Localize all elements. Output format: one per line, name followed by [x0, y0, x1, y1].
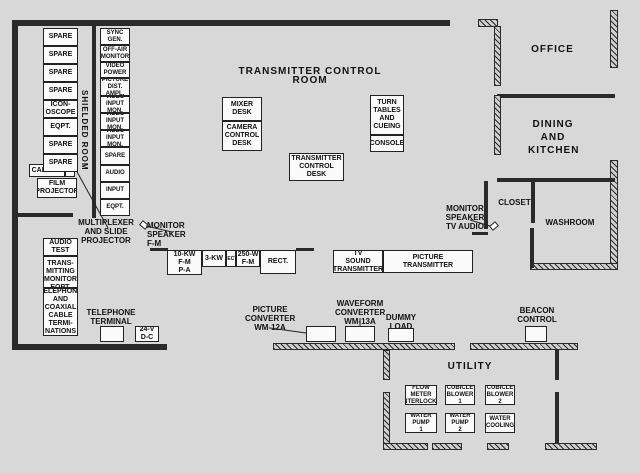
right-rack-cell: VIDEO INPUT MON.: [100, 96, 130, 113]
wall-top-right: [478, 19, 498, 27]
wall-tx-mid: [296, 248, 314, 251]
wall-tx-right: [472, 232, 488, 235]
wall-shielded-right: [92, 26, 96, 218]
water-pump-2-box: WATER PUMP 2: [445, 413, 475, 433]
label-picture-converter: PICTURE CONVERTER WM-12A: [245, 305, 296, 332]
label-utility: UTILITY: [447, 361, 493, 372]
telephone-coax-box: TELEPHONE AND COAXIAL CABLE TERMI- NATIO…: [43, 288, 78, 336]
wall-utility-bottom-1: [383, 443, 428, 450]
flow-meter-box: FLOW METER INTERLOCKS: [405, 385, 437, 405]
turntables-box: TURN TABLES AND CUEING: [370, 95, 404, 135]
label-telephone-terminal: TELEPHONE TERMINAL: [86, 308, 136, 326]
dummy-load-box: [388, 328, 414, 342]
tv-sound-transmitter: TV SOUND TRANSMITTER: [333, 250, 383, 273]
label-monitor-speaker-tv: MONITOR SPEAKER TV AUDIO: [445, 204, 485, 231]
right-rack-cell: VIDEO INPUT MON.: [100, 130, 130, 147]
water-pump-1-box: WATER PUMP 1: [405, 413, 437, 433]
wall-tx-left: [150, 248, 168, 251]
wall-utility-right-lower: [555, 392, 559, 447]
right-rack-cell: SYNC GEN.: [100, 28, 130, 45]
tx-3kw: 3-KW: [202, 250, 226, 267]
wall-shielded-bottom: [18, 213, 73, 217]
left-rack-cell: ICON- OSCOPE: [43, 100, 78, 118]
wall-bottom-right: [470, 343, 578, 350]
label-dummy-load: DUMMY LOAD: [385, 313, 417, 331]
beacon-control-box: [525, 326, 547, 342]
mixer-desk: MIXER DESK: [222, 97, 262, 121]
left-rack-cell: SPARE: [43, 64, 78, 82]
water-cooling-box: WATER COOLING: [485, 413, 515, 433]
right-rack-cell: PICTURE DIST. AMPL.: [100, 78, 130, 96]
wall-utility-bottom-2: [432, 443, 462, 450]
wall-dining-top: [497, 94, 615, 98]
film-projector-box: FILM PROJECTOR: [37, 178, 77, 198]
tx-rect-small: RECT.: [226, 250, 236, 267]
cubicle-blower-1-box: CUBICLE BLOWER 1: [445, 385, 475, 405]
tx-rect: RECT.: [260, 250, 296, 274]
rf-monitor-box: R-F TRANS- MITTING MONITOR EQPT.: [43, 256, 78, 288]
cubicle-blower-2-box: CUBICLE BLOWER 2: [485, 385, 515, 405]
right-rack-cell: OFF-AIR MONITOR: [100, 45, 130, 62]
wall-left: [12, 20, 18, 350]
wall-closet-left: [484, 181, 488, 229]
wall-bottom-left: [12, 344, 167, 350]
wall-washroom-left: [530, 228, 534, 268]
picture-converter-box: [306, 326, 336, 342]
label-shielded-room: SHIELDED ROOM: [80, 90, 89, 171]
audio-test-box: AUDIO TEST: [43, 238, 78, 256]
picture-transmitter: PICTURE TRANSMITTER: [383, 250, 473, 273]
label-dining-kitchen: DINING AND KITCHEN: [528, 119, 580, 156]
wall-bottom-center: [273, 343, 455, 350]
transmitter-control-desk: TRANSMITTER CONTROL DESK: [289, 153, 344, 181]
tx-250w-fm: 250-W F-M: [236, 250, 260, 267]
wall-utility-bottom-4: [545, 443, 597, 450]
wall-left-inner: [494, 26, 501, 86]
wall-dining-left: [494, 95, 501, 155]
right-rack-cell: VIDEO POWER: [100, 62, 130, 78]
right-rack-cell: VIDEO INPUT MON.: [100, 113, 130, 130]
wall-utility-bottom-3: [487, 443, 509, 450]
left-rack-cell: SPARE: [43, 28, 78, 46]
label-multiplexer: MULTIPLEXER AND SLIDE PROJECTOR: [78, 218, 134, 245]
label-office: OFFICE: [531, 44, 574, 55]
wall-utility-left: [383, 350, 390, 380]
right-rack-cell: INPUT: [100, 182, 130, 199]
wall-top: [12, 20, 450, 26]
right-rack-cell: EQPT.: [100, 199, 130, 216]
right-rack-cell: AUDIO: [100, 165, 130, 182]
wall-right-top: [610, 10, 618, 68]
left-rack-cell: SPARE: [43, 136, 78, 154]
label-transmitter-control-room: TRANSMITTER CONTROL ROOM: [238, 66, 382, 86]
right-rack-cell: SPARE: [100, 147, 130, 165]
tx-10kw-fm-pa: 10-KW F-M P-A: [167, 250, 202, 275]
camera-control-desk: CAMERA CONTROL DESK: [222, 121, 262, 151]
label-closet: CLOSET: [498, 198, 531, 207]
left-rack-cell: SPARE: [43, 154, 78, 172]
wall-closet-divider: [531, 178, 535, 223]
console-box: CONSOLE: [370, 135, 404, 152]
telephone-terminal-box: [100, 326, 124, 342]
wall-closet-top: [497, 178, 615, 182]
label-beacon-control: BEACON CONTROL: [517, 306, 557, 324]
label-washroom: WASHROOM: [545, 218, 595, 227]
wall-utility-right: [555, 350, 559, 380]
dc-24v-box: 24-V D-C: [135, 326, 159, 342]
left-rack-cell: SPARE: [43, 82, 78, 100]
left-rack-cell: EQPT.: [43, 118, 78, 136]
label-monitor-speaker-fm: MONITOR SPEAKER F-M: [147, 221, 186, 248]
left-rack-cell: SPARE: [43, 46, 78, 64]
waveform-converter-box: [345, 326, 375, 342]
